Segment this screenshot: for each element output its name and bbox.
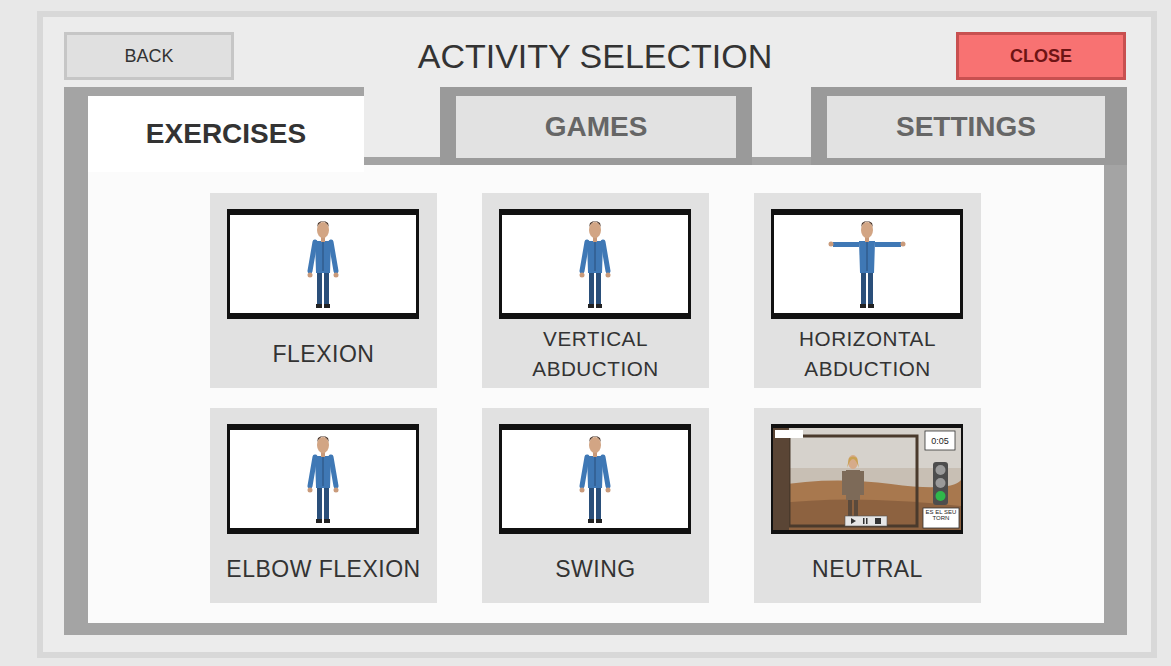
tab-label: GAMES [545, 111, 648, 143]
avatar-figure [829, 221, 906, 308]
tab-gap [364, 87, 440, 165]
thumbnail [499, 209, 691, 319]
activity-name: SWING [545, 554, 645, 584]
card-label-area: SWING [482, 534, 709, 603]
activity-card: VERTICAL ABDUCTION [482, 193, 709, 388]
tab-shell [440, 87, 752, 165]
outer-panel [40, 14, 1154, 655]
tab-panel [64, 87, 1127, 635]
activity-name: HORIZONTAL ABDUCTION [754, 324, 981, 384]
button-label: BACK [124, 46, 173, 67]
activity-card: HORIZONTAL ABDUCTION [754, 193, 981, 388]
tab: EXERCISES [88, 96, 364, 172]
card-label-area: VERTICAL ABDUCTION [482, 319, 709, 388]
activity-card: SWING [482, 408, 709, 603]
thumbnail [771, 209, 963, 319]
avatar-figure [308, 436, 339, 523]
nav-button: BACK [64, 32, 234, 80]
avatar-figure [308, 221, 339, 308]
avatar-figure [580, 221, 611, 308]
thumbnail [227, 209, 419, 319]
card-label-area: ELBOW FLEXION [210, 534, 437, 603]
tab-shell [811, 87, 1127, 165]
screenshot-text: ES EL SEU TORN [924, 509, 958, 522]
tab-label: SETTINGS [896, 111, 1036, 143]
thumbnail [227, 424, 419, 534]
nav-button: CLOSE [956, 32, 1126, 80]
screen-title: ACTIVITY SELECTION [300, 36, 890, 76]
button-label: CLOSE [1010, 46, 1072, 67]
tab-gap-edge [364, 157, 440, 165]
card-label-area: NEUTRAL [754, 534, 981, 603]
activity-name: NEUTRAL [802, 554, 933, 584]
content-area [88, 165, 1104, 623]
card-label-area: FLEXION [210, 319, 437, 388]
tab: GAMES [456, 96, 736, 158]
avatar-figure [580, 436, 611, 523]
tab-gap [752, 87, 811, 165]
activity-name: ELBOW FLEXION [216, 554, 430, 584]
activity-card: ELBOW FLEXION [210, 408, 437, 603]
activity-name: FLEXION [263, 339, 385, 369]
activity-name: VERTICAL ABDUCTION [482, 324, 709, 384]
activity-card: FLEXION [210, 193, 437, 388]
game-screenshot [773, 428, 961, 530]
tab-gap-edge [752, 157, 811, 165]
tab: SETTINGS [827, 96, 1105, 158]
tab-label: EXERCISES [146, 118, 306, 150]
card-label-area: HORIZONTAL ABDUCTION [754, 319, 981, 388]
screenshot-text: 0:05 [927, 437, 953, 446]
thumbnail [499, 424, 691, 534]
